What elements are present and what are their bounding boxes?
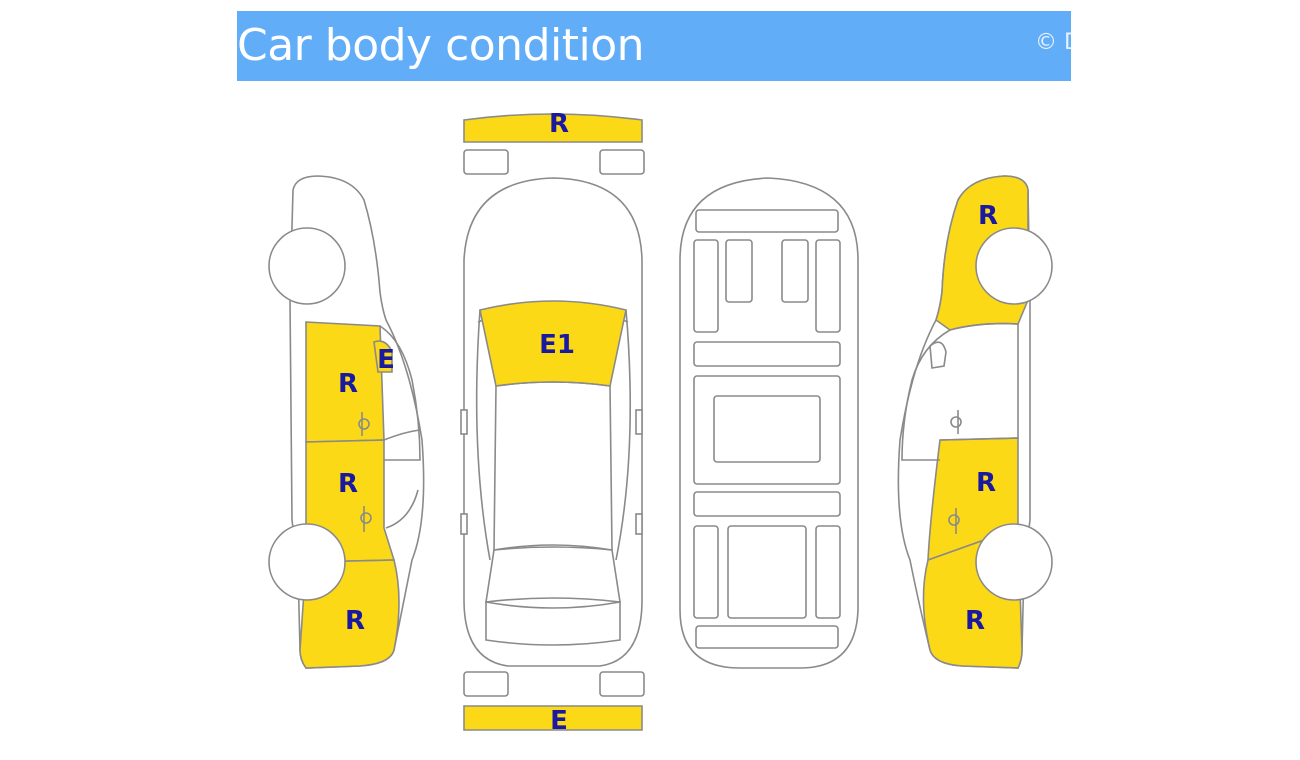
underbody-mid-crossmember (693, 341, 841, 367)
underbody-left-rear-rail (693, 525, 719, 619)
right-front-door-outline (939, 322, 1019, 441)
underbody-right-rear-rail (815, 525, 841, 619)
right-front-fender-code: R (978, 201, 998, 231)
right-side-glass (615, 309, 632, 561)
right-rear-wheel (975, 523, 1053, 601)
underbody-left-front-rail (693, 239, 719, 333)
underbody-center-panel (713, 395, 821, 463)
trunk-line (485, 601, 621, 646)
right-side-view: R R R (897, 175, 1053, 669)
windshield-code: E1 (539, 330, 575, 360)
underbody-front-left-panel (725, 239, 753, 303)
right-window-line (901, 329, 951, 461)
left-side-view: R E R R (268, 175, 425, 669)
left-rear-quarter-code: R (345, 606, 365, 636)
rear-bumper-code: E (550, 706, 568, 736)
right-mirror-outline (929, 341, 947, 369)
left-rear-door-lock (360, 512, 372, 524)
header-bar: Car body condition © D (237, 11, 1071, 81)
front-bumper-panel (463, 113, 643, 143)
right-rear-quarter-code: R (965, 606, 985, 636)
left-rear-marker (460, 513, 468, 535)
left-pillar-panel (373, 340, 393, 373)
underbody-trunk-floor (727, 525, 807, 619)
left-headlight (463, 149, 509, 175)
left-tail-light (463, 671, 509, 697)
left-front-door-code: R (338, 369, 358, 399)
underbody-right-front-rail (815, 239, 841, 333)
right-tail-light (599, 671, 645, 697)
front-bumper-code: R (549, 109, 569, 139)
right-rear-door-lock (948, 514, 960, 526)
right-front-wheel (975, 227, 1053, 305)
left-side-glass (475, 309, 491, 561)
left-front-wheel (268, 227, 346, 305)
top-car-body (463, 177, 643, 667)
right-mirror (635, 409, 643, 435)
left-rear-window-line (385, 489, 419, 529)
rear-bumper-panel (463, 705, 643, 731)
underbody-front-crossmember (695, 209, 839, 233)
left-window-line (379, 325, 421, 461)
right-front-door-lock (950, 416, 962, 428)
left-rear-wheel (268, 523, 346, 601)
right-rear-marker (635, 513, 643, 535)
left-front-door-lock (358, 418, 370, 430)
left-rear-door-code: R (338, 469, 358, 499)
underbody-rear-panel (695, 625, 839, 649)
page-title: Car body condition (237, 20, 645, 71)
underbody-front-right-panel (781, 239, 809, 303)
underbody-view (679, 177, 859, 669)
underbody-rear-crossmember (693, 491, 841, 517)
left-mirror (460, 409, 468, 435)
left-pillar-code: E (377, 345, 395, 375)
copyright-notice: © D (1035, 30, 1071, 55)
left-belt-line (383, 429, 421, 441)
right-headlight (599, 149, 645, 175)
top-view: R E1 (460, 109, 645, 736)
right-rear-door-code: R (976, 468, 996, 498)
